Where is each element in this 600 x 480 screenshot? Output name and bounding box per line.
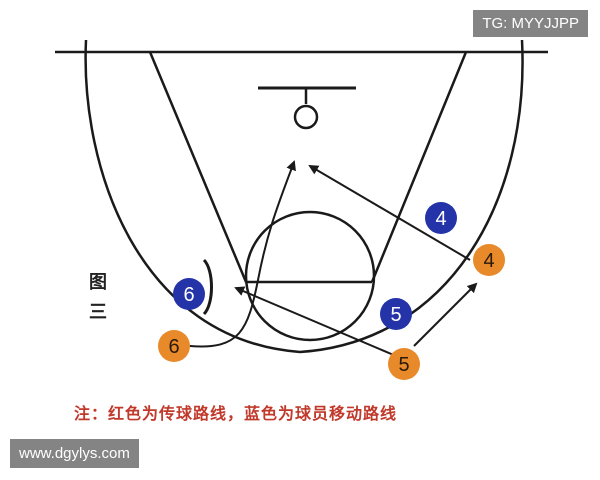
player-orange-5-number: 5 [398,354,409,376]
lane-line-left [148,51,248,283]
player-blue-5-number: 5 [390,304,401,326]
watermark-top: TG: MYYJJPP [473,10,588,37]
player-blue-5: 5 [380,298,412,330]
pass-line-5-right [413,282,478,347]
player-orange-4: 4 [473,244,505,276]
player-blue-4-number: 4 [435,208,446,230]
player-orange-6-number: 6 [168,336,179,358]
player-blue-6: 6 [173,278,205,310]
player-blue-6-number: 6 [183,284,194,306]
player-orange-5: 5 [388,348,420,380]
screen-mark [202,258,213,316]
pass-line-5-left [234,286,397,357]
lane-line-right [370,51,468,283]
player-orange-4-number: 4 [483,250,494,272]
pass-line-4 [308,164,471,261]
watermark-bottom: www.dgylys.com [10,439,139,468]
player-blue-4: 4 [425,202,457,234]
player-orange-6: 6 [158,330,190,362]
free-throw-circle [244,210,376,342]
figure-label: 图三 [89,272,107,323]
three-point-arc [84,39,524,354]
hoop [293,104,319,130]
legend-note: 注：红色为传球路线，蓝色为球员移动路线 [74,404,398,423]
cut-path-6 [189,160,296,348]
